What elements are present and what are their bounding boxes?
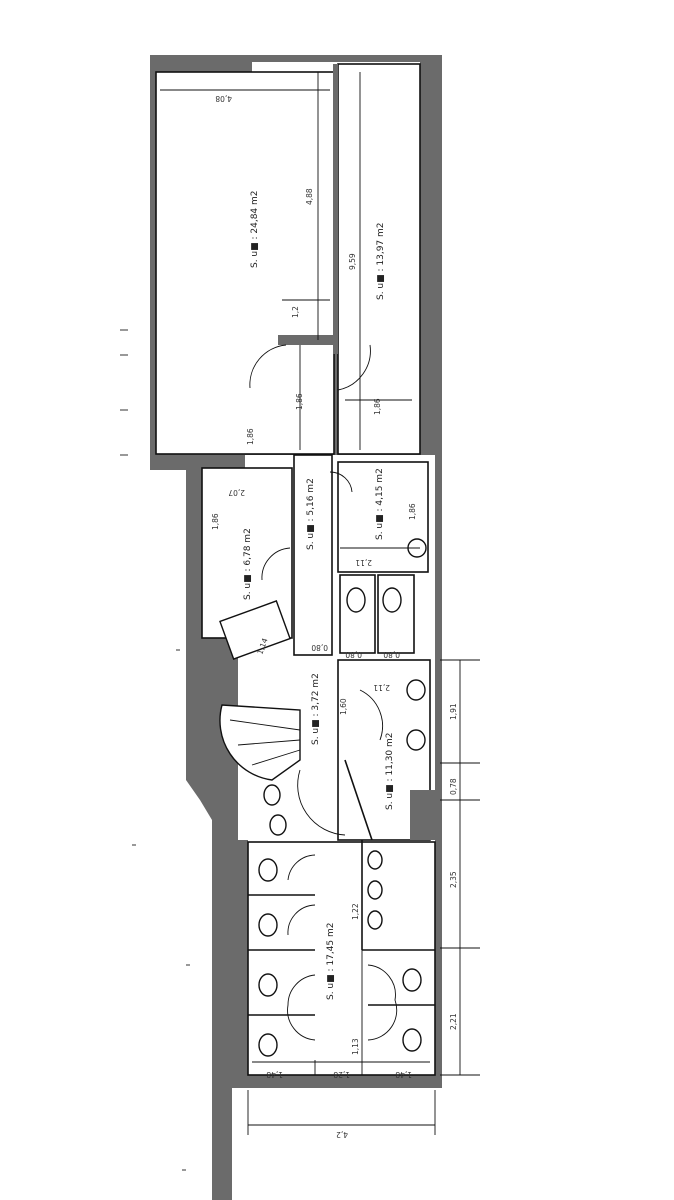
svg-text:1,28: 1,28 <box>333 1070 350 1079</box>
area-label: S. u■ : 11,30 m2 <box>385 732 395 810</box>
margin-marks <box>120 329 190 1171</box>
svg-text:1,86: 1,86 <box>295 393 304 410</box>
svg-text:1,22: 1,22 <box>351 903 360 920</box>
svg-text:1,48: 1,48 <box>266 1070 283 1079</box>
area-label: S. u■ : 3,72 m2 <box>311 673 321 745</box>
svg-text:1,86: 1,86 <box>211 513 220 530</box>
svg-text:2,11: 2,11 <box>355 558 372 567</box>
svg-text:1,86: 1,86 <box>246 428 255 445</box>
room-5-16 <box>293 454 333 656</box>
svg-text:2,35: 2,35 <box>449 871 458 888</box>
svg-text:1,60: 1,60 <box>339 698 348 715</box>
area-label: S. u■ : 13,97 m2 <box>376 222 386 300</box>
dimension-labels: 4,08 4,88 9,59 1,2 1,86 1,86 1,86 2,07 1… <box>211 94 458 1139</box>
svg-text:2,21: 2,21 <box>449 1013 458 1030</box>
svg-text:9,59: 9,59 <box>348 253 357 270</box>
svg-text:2,07: 2,07 <box>228 488 245 497</box>
svg-text:1,91: 1,91 <box>449 703 458 720</box>
svg-text:1,2: 1,2 <box>291 306 300 318</box>
svg-text:0,78: 0,78 <box>449 778 458 795</box>
svg-text:4,88: 4,88 <box>305 188 314 205</box>
area-label: S. u■ : 4,15 m2 <box>375 468 385 540</box>
svg-text:1,86: 1,86 <box>408 503 417 520</box>
svg-text:1,86: 1,86 <box>373 398 382 415</box>
area-label: S. u■ : 5,16 m2 <box>306 478 316 550</box>
svg-text:0,80: 0,80 <box>311 643 328 652</box>
svg-text:1,13: 1,13 <box>351 1038 360 1055</box>
area-label: S. u■ : 17,45 m2 <box>326 922 336 1000</box>
svg-text:0,80: 0,80 <box>345 650 362 659</box>
svg-text:0,80: 0,80 <box>383 650 400 659</box>
area-label: S. u■ : 24,84 m2 <box>250 190 260 268</box>
svg-text:2,11: 2,11 <box>373 683 390 692</box>
svg-text:1,48: 1,48 <box>395 1070 412 1079</box>
toilets <box>258 784 422 1057</box>
area-label: S. u■ : 6,78 m2 <box>243 528 253 600</box>
svg-text:4,2: 4,2 <box>336 1130 348 1139</box>
svg-text:4,08: 4,08 <box>215 94 232 103</box>
spiral-stair <box>219 600 301 781</box>
room-large <box>155 71 335 455</box>
